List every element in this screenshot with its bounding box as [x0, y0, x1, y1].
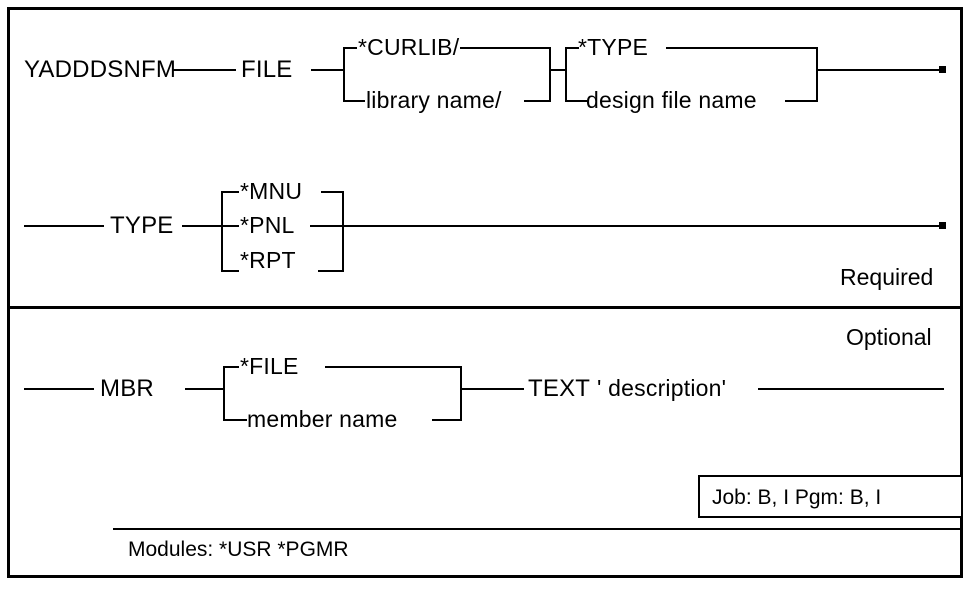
rail-line2-lead	[24, 225, 104, 227]
keyword-mbr: MBR	[100, 375, 154, 402]
typegroup-mid-stub-left	[221, 225, 239, 227]
rail-libgroup-to-filegroup	[549, 69, 567, 71]
line2-end-terminator	[939, 222, 946, 229]
filegroup-bottom-stub-left	[565, 100, 587, 102]
value-pnl: *PNL	[240, 212, 295, 238]
modules-divider	[113, 528, 963, 530]
mbrgroup-bottom-stub-left	[223, 419, 247, 421]
job-pgm-text: Job: B, I Pgm: B, I	[712, 486, 882, 509]
value-design-file-name: design file name	[586, 87, 757, 113]
typegroup-top-stub-left	[221, 191, 239, 193]
keyword-file: FILE	[241, 56, 293, 83]
rail-line3-lead	[24, 388, 94, 390]
rail-mnu-to-right	[321, 191, 344, 193]
libgroup-right-bracket	[549, 47, 551, 102]
modules-text: Modules: *USR *PGMR	[128, 538, 349, 561]
rail-type-to-group	[182, 225, 223, 227]
rail-designfile-to-right	[785, 100, 818, 102]
rail-line3-tail	[758, 388, 944, 390]
value-file-star: *FILE	[240, 353, 299, 379]
rail-line2-tail	[342, 225, 944, 227]
rail-pnl-to-right	[310, 225, 344, 227]
libgroup-left-bracket	[343, 48, 345, 102]
rail-libraryname-to-right	[524, 100, 551, 102]
value-text-description: ' description'	[597, 375, 727, 401]
rail-mbr-to-group	[185, 388, 225, 390]
value-curlib: *CURLIB/	[358, 34, 460, 60]
typegroup-left-bracket	[221, 192, 223, 272]
rail-filestar-to-right	[325, 366, 462, 368]
rail-cmd-to-file	[172, 69, 236, 71]
value-mnu: *MNU	[240, 178, 303, 204]
value-type-star: *TYPE	[578, 34, 649, 60]
mbrgroup-left-bracket	[223, 367, 225, 421]
value-library-name: library name/	[366, 87, 502, 113]
rail-mbrgroup-to-text	[460, 388, 524, 390]
mbrgroup-right-bracket	[460, 366, 462, 421]
required-optional-divider	[8, 306, 962, 309]
rail-rpt-to-right	[318, 270, 344, 272]
diagram-outer-frame	[7, 7, 963, 578]
rail-membername-to-right	[432, 419, 462, 421]
rail-line1-tail	[816, 69, 944, 71]
keyword-text: TEXT	[528, 375, 591, 402]
keyword-type: TYPE	[110, 212, 174, 239]
libgroup-bottom-stub-left	[343, 100, 365, 102]
rail-file-to-libgroup	[311, 69, 345, 71]
libgroup-top-stub-left	[343, 47, 357, 49]
typegroup-bottom-stub-left	[221, 270, 239, 272]
section-label-required: Required	[840, 264, 934, 290]
job-pgm-box: Job: B, I Pgm: B, I	[698, 475, 963, 518]
filegroup-top-stub-left	[565, 47, 579, 49]
value-rpt: *RPT	[240, 247, 296, 273]
rail-typestar-to-right	[666, 47, 818, 49]
value-member-name: member name	[247, 406, 398, 432]
command-name-yaddsnfm: YADDDSNFM	[24, 56, 177, 83]
rail-curlib-to-right	[460, 47, 551, 49]
filegroup-right-bracket	[816, 47, 818, 102]
section-label-optional: Optional	[846, 324, 932, 350]
filegroup-left-bracket	[565, 48, 567, 102]
line1-end-terminator	[939, 66, 946, 73]
typegroup-right-bracket	[342, 191, 344, 272]
mbrgroup-top-stub-left	[223, 366, 239, 368]
